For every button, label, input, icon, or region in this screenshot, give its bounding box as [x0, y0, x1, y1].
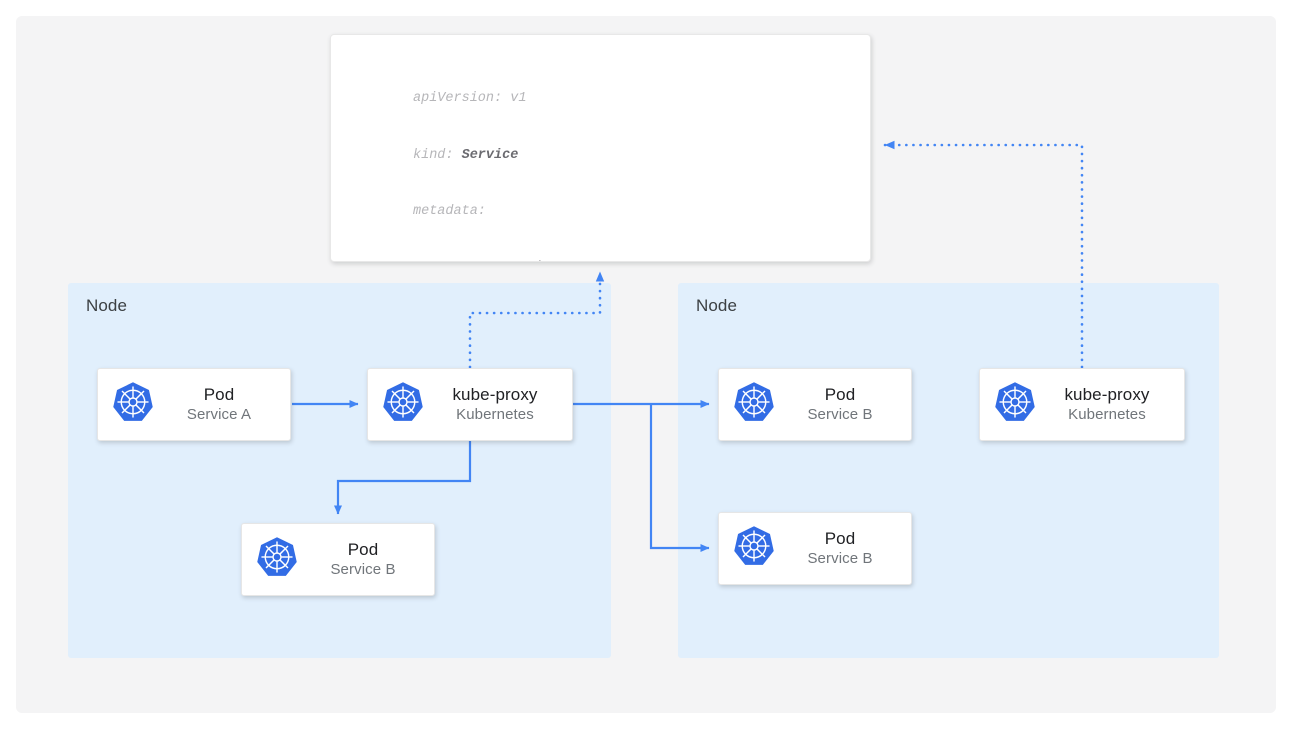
- pod-service-b-right-bottom-subtitle: Service B: [807, 549, 872, 569]
- kube-proxy-right-subtitle: Kubernetes: [1068, 405, 1146, 425]
- pod-service-a-text: Pod Service A: [154, 384, 290, 425]
- node-container-right: [678, 283, 1219, 658]
- pod-service-b-right-top-card[interactable]: Pod Service B: [718, 368, 912, 441]
- pod-service-b-left-title: Pod: [348, 539, 379, 560]
- kubernetes-icon: [256, 536, 298, 583]
- pod-service-b-right-bottom-title: Pod: [825, 528, 856, 549]
- kubernetes-icon: [382, 381, 424, 428]
- yaml-line-kind: kind: Service: [413, 147, 745, 166]
- pod-service-a-subtitle: Service A: [187, 405, 251, 425]
- pod-service-a-title: Pod: [204, 384, 235, 405]
- yaml-line-metadata: metadata:: [413, 203, 745, 222]
- service-yaml-manifest-text: apiVersion: v1 kind: Service metadata: n…: [413, 53, 745, 262]
- kubernetes-icon: [733, 525, 775, 572]
- kubernetes-icon: [994, 381, 1036, 428]
- pod-service-b-right-top-subtitle: Service B: [807, 405, 872, 425]
- kubernetes-icon: [733, 381, 775, 428]
- pod-service-b-left-text: Pod Service B: [298, 539, 434, 580]
- service-yaml-manifest-card: apiVersion: v1 kind: Service metadata: n…: [330, 34, 871, 262]
- kube-proxy-left-title: kube-proxy: [452, 384, 537, 405]
- kube-proxy-right-card[interactable]: kube-proxy Kubernetes: [979, 368, 1185, 441]
- node-label-left: Node: [86, 296, 127, 316]
- kube-proxy-left-card[interactable]: kube-proxy Kubernetes: [367, 368, 573, 441]
- node-label-right: Node: [696, 296, 737, 316]
- kube-proxy-right-text: kube-proxy Kubernetes: [1036, 384, 1184, 425]
- kube-proxy-left-subtitle: Kubernetes: [456, 405, 534, 425]
- pod-service-a-card[interactable]: Pod Service A: [97, 368, 291, 441]
- pod-service-b-right-bottom-card[interactable]: Pod Service B: [718, 512, 912, 585]
- yaml-line-name: name: my-service: [413, 259, 745, 262]
- node-container-left: [68, 283, 611, 658]
- pod-service-b-right-top-text: Pod Service B: [775, 384, 911, 425]
- kube-proxy-right-title: kube-proxy: [1064, 384, 1149, 405]
- kube-proxy-left-text: kube-proxy Kubernetes: [424, 384, 572, 425]
- pod-service-b-left-subtitle: Service B: [330, 560, 395, 580]
- pod-service-b-right-bottom-text: Pod Service B: [775, 528, 911, 569]
- yaml-line-apiversion: apiVersion: v1: [413, 90, 745, 109]
- pod-service-b-right-top-title: Pod: [825, 384, 856, 405]
- pod-service-b-left-card[interactable]: Pod Service B: [241, 523, 435, 596]
- kubernetes-icon: [112, 381, 154, 428]
